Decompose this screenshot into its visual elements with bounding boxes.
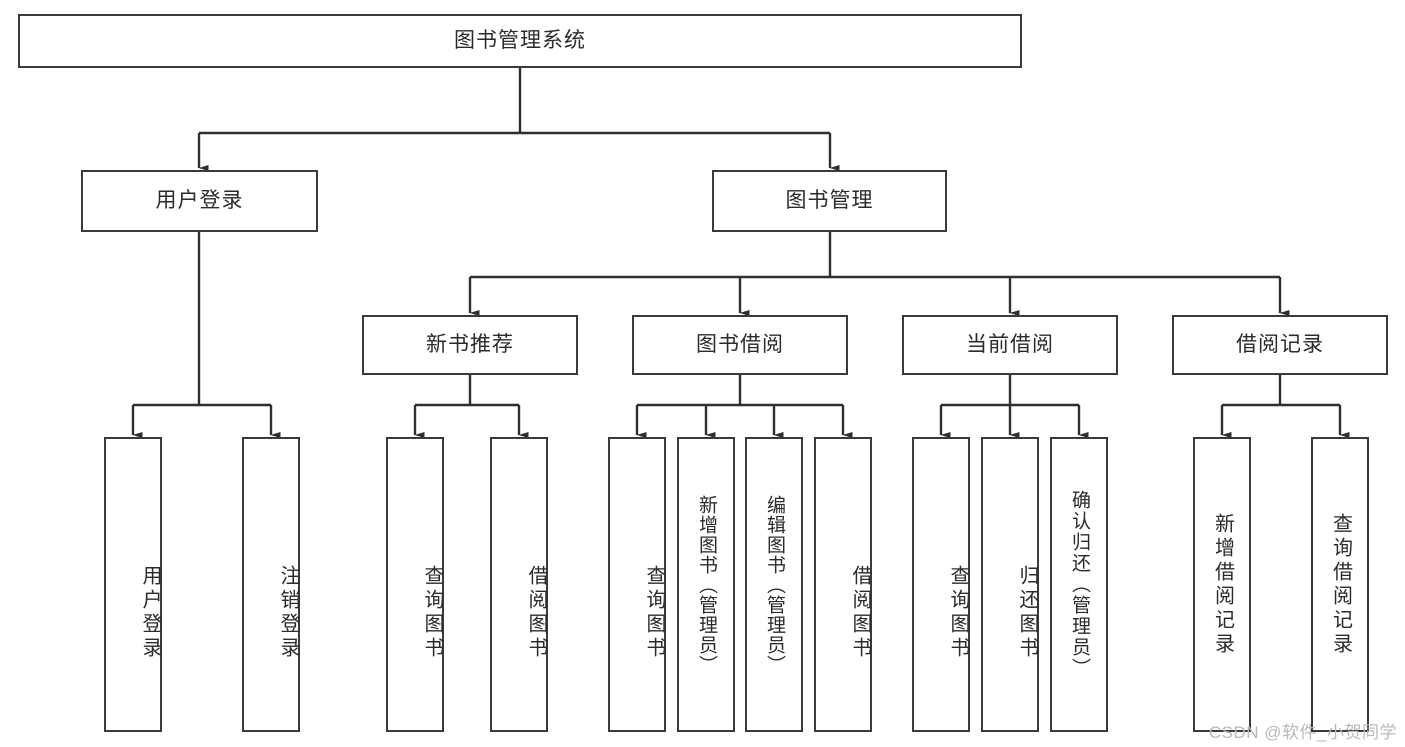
node-user-login[interactable]: 用户登录 bbox=[81, 170, 318, 232]
node-book-borrow[interactable]: 图书借阅 bbox=[632, 315, 848, 375]
node-label: 用户登录 bbox=[139, 564, 161, 661]
node-label: 注销登录 bbox=[277, 564, 299, 661]
node-label: 编辑图书（管理员） bbox=[763, 494, 785, 675]
leaf-book-borrow-add-book-admin[interactable]: 新增图书（管理员） bbox=[677, 437, 735, 732]
watermark-text: CSDN @软件_小贺同学 bbox=[1208, 723, 1397, 742]
leaf-current-borrow-return-books[interactable]: 归还图书 bbox=[981, 437, 1039, 732]
node-label: 当前借阅 bbox=[966, 333, 1054, 357]
node-root-library-system[interactable]: 图书管理系统 bbox=[18, 14, 1022, 68]
node-label: 查询图书 bbox=[643, 564, 665, 661]
leaf-current-borrow-query-books[interactable]: 查询图书 bbox=[912, 437, 970, 732]
node-label: 查询图书 bbox=[947, 564, 969, 661]
node-book-management[interactable]: 图书管理 bbox=[712, 170, 947, 232]
leaf-borrow-record-query-record[interactable]: 查询借阅记录 bbox=[1311, 437, 1369, 732]
leaf-book-borrow-query-books[interactable]: 查询图书 bbox=[608, 437, 666, 732]
leaf-current-borrow-confirm-return-admin[interactable]: 确认归还（管理员） bbox=[1050, 437, 1108, 732]
node-label: 新增借阅记录 bbox=[1211, 512, 1234, 657]
node-new-book-recommend[interactable]: 新书推荐 bbox=[362, 315, 578, 375]
node-label: 新增图书（管理员） bbox=[695, 494, 717, 675]
leaf-book-borrow-edit-book-admin[interactable]: 编辑图书（管理员） bbox=[745, 437, 803, 732]
leaf-user-login-login[interactable]: 用户登录 bbox=[104, 437, 162, 732]
node-label: 图书管理 bbox=[785, 189, 874, 213]
node-label: 用户登录 bbox=[155, 189, 244, 213]
node-label: 归还图书 bbox=[1016, 564, 1038, 661]
leaf-new-book-borrow-books[interactable]: 借阅图书 bbox=[490, 437, 548, 732]
node-label: 借阅图书 bbox=[525, 564, 547, 661]
node-label: 查询借阅记录 bbox=[1329, 512, 1352, 657]
node-current-borrow[interactable]: 当前借阅 bbox=[902, 315, 1118, 375]
node-borrow-record[interactable]: 借阅记录 bbox=[1172, 315, 1388, 375]
leaf-book-borrow-borrow-books[interactable]: 借阅图书 bbox=[814, 437, 872, 732]
leaf-borrow-record-add-record[interactable]: 新增借阅记录 bbox=[1193, 437, 1251, 732]
node-label: 借阅图书 bbox=[849, 564, 871, 661]
node-label: 确认归还（管理员） bbox=[1068, 490, 1090, 679]
node-label: 新书推荐 bbox=[426, 333, 514, 357]
node-label: 查询图书 bbox=[421, 564, 443, 661]
leaf-user-login-logout[interactable]: 注销登录 bbox=[242, 437, 300, 732]
leaf-new-book-query-books[interactable]: 查询图书 bbox=[386, 437, 444, 732]
node-label: 借阅记录 bbox=[1236, 333, 1324, 357]
node-label: 图书借阅 bbox=[696, 333, 784, 357]
node-label: 图书管理系统 bbox=[454, 29, 586, 53]
